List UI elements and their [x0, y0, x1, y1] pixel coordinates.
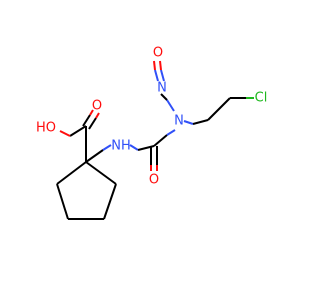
ring-bond-5 [56, 161, 87, 185]
bond-carbonyl-to-n [153, 134, 168, 147]
ring-bond-4 [56, 183, 69, 220]
bond-n-to-nitroso-n-black [160, 93, 168, 101]
nitrogen-atom-label-nitroso: N [157, 81, 167, 96]
bond-nh-segment-left [102, 144, 112, 151]
bond-quaternary-carbon-to-nh [85, 149, 104, 163]
bond-n-to-ethyl [183, 120, 194, 125]
bond-nitroso-double-red-1 [153, 60, 156, 71]
bond-nitroso-double-red-2 [159, 60, 162, 71]
bond-nitroso-double-2 [160, 69, 165, 82]
bond-carboxyl-to-hydroxyl [69, 125, 87, 137]
ring-bond-2 [103, 183, 117, 220]
chlorine-atom-label: Cl [255, 91, 268, 106]
nitrogen-atom-label-central: N [174, 114, 184, 129]
bond-carbonyl-double-red-1 [89, 109, 94, 116]
bond-carbonyl-double-1 [82, 114, 91, 127]
bond-carbonyl-double-2 [88, 117, 97, 130]
bond-ethyl-2 [207, 97, 231, 121]
oxygen-atom-label-carboxyl: O [92, 99, 102, 114]
ring-bond-1 [85, 161, 117, 185]
oxygen-atom-label-urea: O [149, 173, 159, 188]
bond-carbonyl-double-red-2 [95, 112, 100, 119]
bond-nh-segment-right [129, 144, 139, 151]
chemical-structure-diagram: O N Cl O N HO NH O [36, 46, 268, 220]
bond-n-to-nitroso-n [166, 99, 175, 112]
bond-hydroxyl-segment [59, 130, 71, 137]
nh-label: NH [111, 139, 131, 154]
bond-carbonyl-to-n-segment [166, 129, 176, 136]
oxygen-atom-label-nitroso: O [153, 46, 163, 61]
bond-ethyl-1 [192, 119, 209, 125]
bond-nitroso-double-1 [154, 69, 159, 82]
hydroxyl-label: HO [36, 121, 56, 136]
